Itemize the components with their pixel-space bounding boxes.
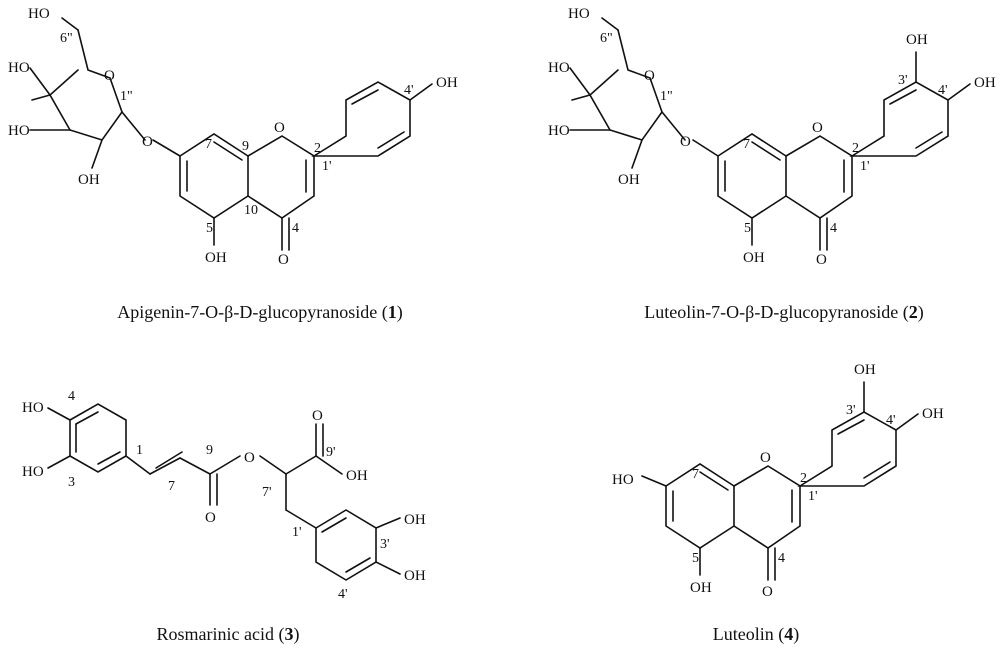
compound-1-locant: 1' bbox=[322, 159, 332, 174]
compound-2-atom-label: HO bbox=[568, 6, 590, 22]
compound-3-atom-label: O bbox=[205, 510, 216, 526]
compound-1-bonds bbox=[29, 17, 433, 251]
compound-1-structure: HO HO HO OH O O O OH O OH 6" 1" 7 9 2 1'… bbox=[8, 6, 458, 323]
compound-2-structure: HO HO HO OH O O O OH O OH OH 6" 1" 7 2 1… bbox=[548, 6, 996, 323]
compound-3-labels: HO HO O O O OH OH OH 4 3 1 7 9 9' 7' 1' … bbox=[22, 389, 426, 602]
compound-1-atom-label: HO bbox=[8, 60, 30, 76]
compound-1-locant: 5 bbox=[206, 221, 213, 236]
compound-3-atom-label: OH bbox=[404, 568, 426, 584]
compound-1-atom-label: OH bbox=[78, 172, 100, 188]
compound-1-locant: 4 bbox=[292, 221, 299, 236]
compound-4-locant: 2 bbox=[800, 471, 807, 486]
compound-2-locant: 5 bbox=[744, 221, 751, 236]
compound-1-atom-label: O bbox=[278, 252, 289, 268]
compound-1-caption: Apigenin-7-O-β-D-glucopyranoside (1) bbox=[117, 302, 403, 323]
compound-3-caption: Rosmarinic acid (3) bbox=[157, 624, 300, 645]
compound-4-caption: Luteolin (4) bbox=[713, 624, 800, 645]
compound-2-atom-label: OH bbox=[974, 75, 996, 91]
compound-4-structure: HO O OH O OH OH 7 2 1' 3' 4' 5 4 Luteoli… bbox=[612, 362, 944, 645]
compound-1-number: 1 bbox=[388, 302, 397, 322]
compound-2-locant: 2 bbox=[852, 141, 859, 156]
compound-3-bonds bbox=[47, 403, 401, 581]
compound-2-locant: 4' bbox=[938, 83, 948, 98]
compound-3-atom-label: HO bbox=[22, 464, 44, 480]
compound-4-atom-label: OH bbox=[690, 580, 712, 596]
compound-3-locant: 1' bbox=[292, 525, 302, 540]
compound-2-locant: 7 bbox=[743, 137, 750, 152]
compound-1-atom-label: O bbox=[104, 68, 115, 84]
compound-4-locant: 3' bbox=[846, 403, 856, 418]
compound-1-locant: 9 bbox=[242, 139, 249, 154]
compound-2-locant: 4 bbox=[830, 221, 837, 236]
compound-4-atom-label: O bbox=[762, 584, 773, 600]
compound-2-atom-label: HO bbox=[548, 60, 570, 76]
compound-3-locant: 4' bbox=[338, 587, 348, 602]
compound-2-atom-label: O bbox=[644, 68, 655, 84]
compound-1-atom-label: O bbox=[274, 120, 285, 136]
compound-1-locant: 4' bbox=[404, 83, 414, 98]
compound-2-atom-label: OH bbox=[906, 32, 928, 48]
compound-1-locant: 2 bbox=[314, 141, 321, 156]
compound-4-atom-label: OH bbox=[922, 406, 944, 422]
compound-1-locant: 10 bbox=[244, 203, 258, 218]
compound-2-locant: 3' bbox=[898, 73, 908, 88]
compound-3-locant: 3 bbox=[68, 475, 75, 490]
compound-1-atom-label: HO bbox=[28, 6, 50, 22]
compound-4-number: 4 bbox=[784, 624, 793, 644]
compound-1-locant: 6" bbox=[60, 31, 73, 46]
compound-2-atom-label: OH bbox=[618, 172, 640, 188]
compound-3-number: 3 bbox=[284, 624, 293, 644]
compound-2-atom-label: O bbox=[812, 120, 823, 136]
compound-3-locant: 9' bbox=[326, 445, 336, 460]
compound-2-atom-label: O bbox=[680, 134, 691, 150]
compound-1-locant: 1" bbox=[120, 89, 133, 104]
compound-4-atom-label: HO bbox=[612, 472, 634, 488]
compound-1-name: Apigenin-7-O-β-D-glucopyranoside bbox=[117, 302, 377, 322]
compound-4-bonds bbox=[641, 381, 919, 581]
compound-1-atom-label: HO bbox=[8, 123, 30, 139]
compound-2-locant: 1' bbox=[860, 159, 870, 174]
compound-2-atom-label: HO bbox=[548, 123, 570, 139]
compound-4-locant: 4' bbox=[886, 413, 896, 428]
compound-2-bonds bbox=[569, 17, 971, 251]
compound-4-locant: 1' bbox=[808, 489, 818, 504]
compound-3-locant: 9 bbox=[206, 443, 213, 458]
compound-1-labels: HO HO HO OH O O O OH O OH 6" 1" 7 9 2 1'… bbox=[8, 6, 458, 268]
compound-2-number: 2 bbox=[909, 302, 918, 322]
compound-3-locant: 3' bbox=[380, 537, 390, 552]
compound-1-locant: 7 bbox=[205, 137, 212, 152]
compound-3-atom-label: HO bbox=[22, 400, 44, 416]
compound-2-caption: Luteolin-7-O-β-D-glucopyranoside (2) bbox=[644, 302, 924, 323]
compound-4-labels: HO O OH O OH OH 7 2 1' 3' 4' 5 4 bbox=[612, 362, 944, 600]
compound-3-locant: 7' bbox=[262, 485, 272, 500]
compound-2-name: Luteolin-7-O-β-D-glucopyranoside bbox=[644, 302, 898, 322]
compound-3-atom-label: O bbox=[312, 408, 323, 424]
compound-3-atom-label: OH bbox=[346, 468, 368, 484]
compound-1-atom-label: OH bbox=[205, 250, 227, 266]
compound-1-atom-label: OH bbox=[436, 75, 458, 91]
compound-3-locant: 1 bbox=[136, 443, 143, 458]
compound-1-atom-label: O bbox=[142, 134, 153, 150]
compound-3-atom-label: OH bbox=[404, 512, 426, 528]
compound-4-locant: 4 bbox=[778, 551, 785, 566]
compound-4-locant: 7 bbox=[692, 467, 699, 482]
compound-3-name: Rosmarinic acid bbox=[157, 624, 274, 644]
compound-4-locant: 5 bbox=[692, 551, 699, 566]
compound-2-atom-label: OH bbox=[743, 250, 765, 266]
compound-3-locant: 4 bbox=[68, 389, 75, 404]
compound-4-atom-label: OH bbox=[854, 362, 876, 378]
compound-2-labels: HO HO HO OH O O O OH O OH OH 6" 1" 7 2 1… bbox=[548, 6, 996, 268]
compound-4-name: Luteolin bbox=[713, 624, 774, 644]
compound-2-locant: 1" bbox=[660, 89, 673, 104]
compound-3-atom-label: O bbox=[244, 450, 255, 466]
compound-3-structure: HO HO O O O OH OH OH 4 3 1 7 9 9' 7' 1' … bbox=[22, 389, 426, 645]
compound-2-locant: 6" bbox=[600, 31, 613, 46]
compound-3-locant: 7 bbox=[168, 479, 175, 494]
compound-4-atom-label: O bbox=[760, 450, 771, 466]
compound-2-atom-label: O bbox=[816, 252, 827, 268]
